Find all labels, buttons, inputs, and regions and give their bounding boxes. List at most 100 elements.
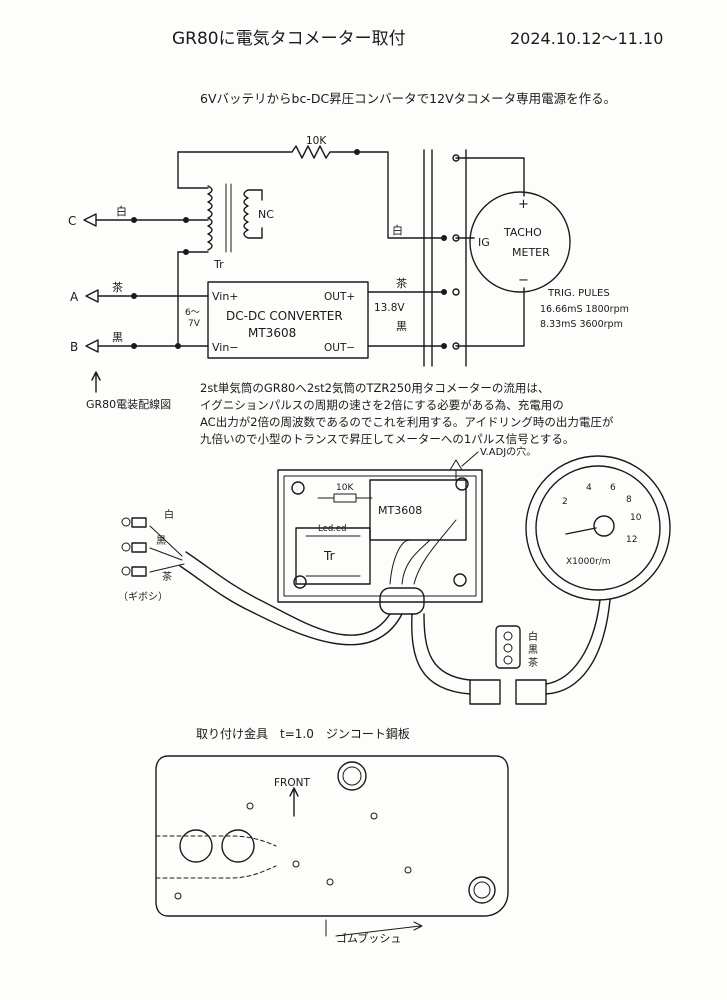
bullet-connector	[131, 517, 147, 528]
schematic: 10K NC Tr C 白 A 茶 B 黒 6〜 7V	[68, 135, 629, 411]
led-label: Led.ed	[318, 524, 347, 534]
screw-icon	[455, 477, 469, 491]
tacho-line2: METER	[512, 246, 550, 259]
note-line: 2st単気筒のGR80へ2st2気筒のTZR250用タコメーターの流用は、	[200, 381, 549, 395]
assembly-sketch: MT3608 10K V.ADJの穴。 Led.ed Tr 白 黒 茶 （ギボシ…	[118, 445, 671, 705]
wire-c-color: 白	[116, 204, 127, 218]
wire-c-label: C	[68, 214, 76, 228]
small-hole	[326, 878, 334, 886]
converter-box	[207, 281, 369, 359]
vadj-pointer	[449, 459, 463, 481]
small-hole	[246, 802, 254, 810]
junction-dot	[131, 217, 137, 223]
trig-row1: 16.66mS 1800rpm	[540, 304, 629, 315]
trig-row2: 8.33mS 3600rpm	[540, 319, 623, 330]
wire-black-label: 黒	[156, 535, 166, 547]
transformer-core	[225, 183, 232, 253]
grommet-inner	[473, 881, 491, 899]
front-arrow-icon	[289, 787, 299, 817]
cable-grommet	[379, 587, 425, 615]
primary-coil	[207, 185, 213, 251]
junction-dot	[131, 343, 137, 349]
resistor-label: 10K	[336, 483, 354, 493]
resistor-icon	[317, 493, 373, 503]
mt3608-board	[369, 479, 467, 541]
subtitle: 6Vバッテリからbc-DC昇圧コンバータで12Vタコメータ専用電源を作る。	[200, 91, 616, 106]
wire-b-label: B	[70, 340, 78, 354]
converter-name: DC-DC CONVERTER	[226, 309, 343, 323]
out-minus-label: OUT−	[324, 342, 355, 354]
tr-label: Tr	[213, 258, 224, 271]
wire-white-right: 白	[392, 223, 403, 237]
tachometer-needle	[565, 527, 597, 535]
dial-10: 10	[630, 513, 642, 523]
junction-dot	[441, 289, 447, 295]
bullet-connector	[131, 542, 147, 553]
small-hole	[174, 892, 182, 900]
bracket-plate	[155, 755, 509, 917]
converter-model: MT3608	[248, 326, 296, 340]
pin-brown-label: 茶	[528, 656, 538, 669]
wiring-label: GR80電装配線図	[86, 397, 171, 411]
meter-cable	[545, 599, 611, 695]
notes: 2st単気筒のGR80へ2st2気筒のTZR250用タコメーターの流用は、 イグ…	[200, 381, 614, 446]
junction-dot	[183, 249, 189, 255]
terminal-a	[85, 289, 99, 303]
meter-minus-wire	[455, 287, 525, 347]
note-line: 九倍いので小型のトランスで昇圧してメーターへの1パルス信号とする。	[200, 432, 574, 446]
dial-6: 6	[610, 483, 616, 493]
small-hole	[292, 860, 300, 868]
wire-brown-label: 茶	[162, 570, 172, 583]
small-hole	[370, 812, 378, 820]
tacho-meter-symbol	[469, 191, 571, 293]
meter-plus-wire	[455, 157, 525, 197]
module-label: MT3608	[378, 504, 422, 517]
wire-brown-right: 茶	[396, 277, 407, 290]
tachometer-dial	[535, 465, 661, 591]
transformer-body	[295, 527, 371, 585]
page-title: GR80に電気タコメーター取付	[172, 29, 406, 49]
front-label: FRONT	[274, 777, 310, 789]
bend-line	[155, 835, 277, 879]
nc-label: NC	[258, 208, 274, 221]
vin-range-top: 6〜	[185, 308, 200, 318]
grommet-label: ゴムブッシュ	[336, 931, 401, 945]
mounting-hole	[221, 829, 255, 863]
tachometer-bezel	[525, 455, 671, 601]
vadj-label: V.ADJの穴。	[480, 445, 536, 458]
vin-plus-label: Vin+	[212, 290, 239, 303]
pin-icon	[503, 655, 513, 665]
trig-title: TRIG. PULES	[547, 288, 610, 299]
bracket-title: 取り付け金具 t=1.0 ジンコート鋼板	[196, 726, 410, 741]
grommet-inner	[342, 766, 362, 786]
screw-icon	[293, 575, 307, 589]
mounting-hole	[179, 829, 213, 863]
connector-block	[423, 149, 467, 367]
pin-icon	[503, 631, 513, 641]
wire-a-color: 茶	[112, 281, 123, 294]
transformer-winding	[305, 535, 361, 577]
dial-12: 12	[626, 535, 637, 545]
gibosi-label: （ギボシ）	[118, 591, 168, 603]
resistor-label: 10K	[306, 135, 327, 147]
wire-leads	[149, 525, 185, 573]
note-line: AC出力が2倍の周波数であるのでこれを利用する。アイドリング時の出力電圧が	[200, 415, 614, 429]
bullet-tip	[121, 517, 131, 527]
terminal-ring	[452, 288, 460, 296]
terminal-b	[85, 339, 99, 353]
vin-range-bottom: 7V	[188, 319, 201, 329]
junction-dot	[183, 217, 189, 223]
dial-4: 4	[586, 483, 592, 493]
coupler-plug	[469, 679, 501, 705]
dial-2: 2	[562, 497, 568, 507]
wire-b-color: 黒	[112, 331, 123, 344]
arrow-up	[91, 371, 101, 393]
nc-leads	[247, 189, 263, 239]
internal-wires	[389, 519, 457, 585]
out-plus-label: OUT+	[324, 291, 355, 303]
cable-right	[411, 613, 471, 695]
ig-label: IG	[478, 236, 490, 249]
pin-white-label: 白	[528, 630, 538, 643]
needle-hub	[593, 515, 615, 537]
